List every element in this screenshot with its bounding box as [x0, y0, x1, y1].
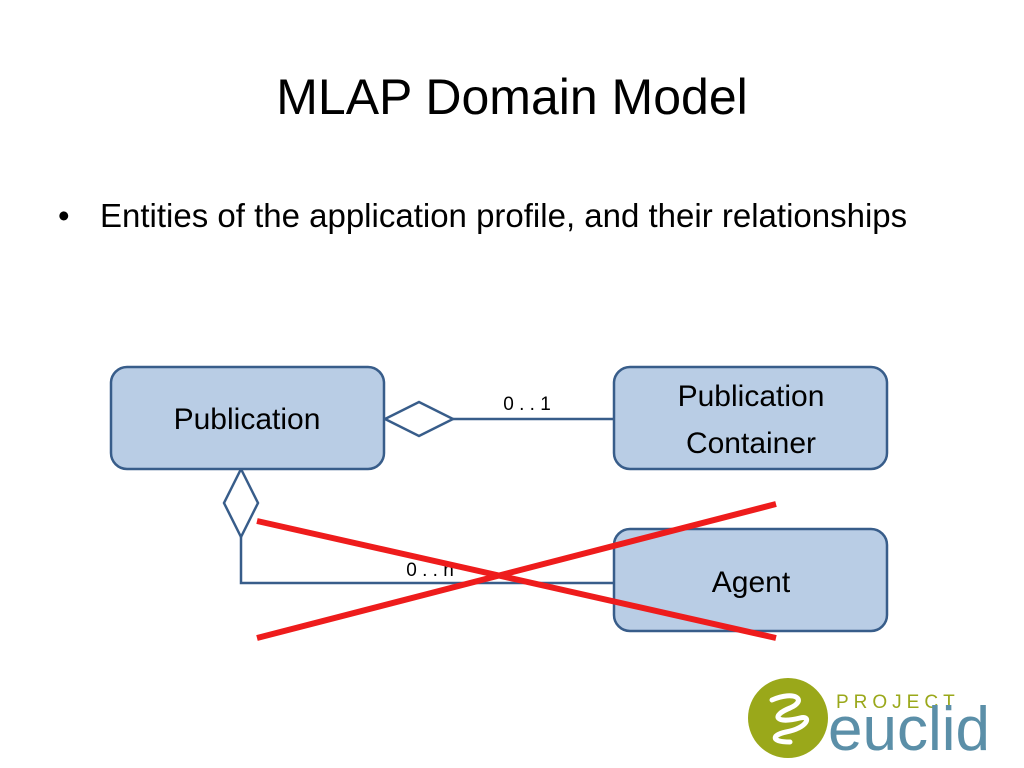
aggregation-diamond-right [382, 400, 456, 438]
strike-line-2 [256, 501, 777, 641]
entity-publication-container-box [612, 365, 889, 471]
multiplicity-container: 0 . . 1 [503, 394, 551, 415]
project-euclid-logo: PROJECT euclid [748, 678, 990, 764]
entity-publication-container-label-line2: Container [686, 427, 816, 460]
aggregation-diamond-bottom [222, 466, 260, 540]
bullet-item-text: Entities of the application profile, and… [100, 197, 908, 234]
logo-spiral-strokes [769, 693, 810, 745]
strike-line-1 [256, 518, 777, 641]
entity-publication-label: Publication [174, 403, 321, 436]
logo-euclid-text: euclid [828, 695, 990, 764]
slide-title: MLAP Domain Model [276, 69, 748, 125]
entity-agent-label: Agent [712, 566, 791, 599]
connector-publication-agent [239, 537, 614, 585]
entity-publication-box [109, 365, 386, 471]
bullet-marker: • [58, 197, 70, 234]
logo-project-text: PROJECT [836, 692, 960, 713]
entity-publication-container-label-line1: Publication [678, 380, 825, 413]
